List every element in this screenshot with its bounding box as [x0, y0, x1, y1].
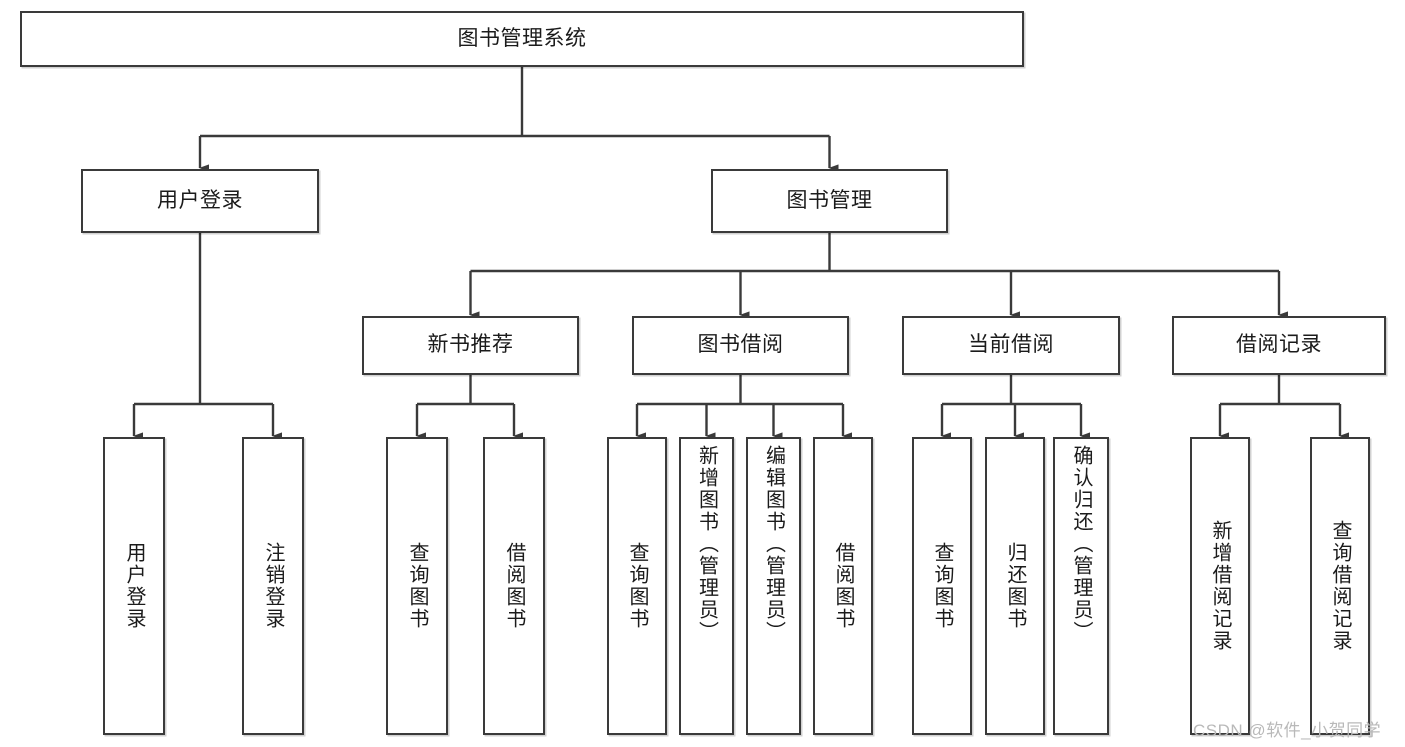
node-label: 图书管理 — [786, 188, 873, 212]
node-label: 用户登录 — [157, 188, 243, 212]
node-label: 编辑图书（管理员） — [762, 445, 785, 643]
node-leaf-add-record[interactable]: 新增借阅记录 — [1190, 437, 1250, 735]
node-label: 借阅记录 — [1236, 333, 1322, 357]
node-leaf-confirm-return[interactable]: 确认归还（管理员） — [1053, 437, 1109, 735]
node-leaf-edit-book[interactable]: 编辑图书（管理员） — [746, 437, 801, 735]
node-label: 借阅图书 — [503, 542, 525, 630]
node-label: 查询图书 — [406, 542, 428, 630]
node-current-borrow[interactable]: 当前借阅 — [902, 316, 1120, 375]
node-label: 图书管理系统 — [457, 26, 587, 50]
node-leaf-borrow-book-b[interactable]: 借阅图书 — [813, 437, 873, 735]
node-root[interactable]: 图书管理系统 — [20, 11, 1024, 67]
node-leaf-query-record[interactable]: 查询借阅记录 — [1310, 437, 1370, 735]
node-label: 新增借阅记录 — [1209, 520, 1231, 652]
node-leaf-query-book-a[interactable]: 查询图书 — [386, 437, 448, 735]
watermark-text: CSDN @软件_小贺同学 — [1193, 721, 1382, 740]
node-leaf-user-login[interactable]: 用户登录 — [103, 437, 165, 735]
node-new-book-rec[interactable]: 新书推荐 — [362, 316, 579, 375]
node-leaf-add-book[interactable]: 新增图书（管理员） — [679, 437, 734, 735]
node-leaf-return-book[interactable]: 归还图书 — [985, 437, 1045, 735]
node-user-login[interactable]: 用户登录 — [81, 169, 319, 233]
node-label: 当前借阅 — [968, 333, 1054, 357]
node-label: 新书推荐 — [427, 333, 514, 357]
node-label: 确认归还（管理员） — [1070, 445, 1092, 643]
node-book-borrow[interactable]: 图书借阅 — [632, 316, 849, 375]
node-leaf-query-book-c[interactable]: 查询图书 — [912, 437, 972, 735]
node-leaf-query-book-b[interactable]: 查询图书 — [607, 437, 667, 735]
node-book-manage[interactable]: 图书管理 — [711, 169, 948, 233]
node-leaf-logout[interactable]: 注销登录 — [242, 437, 304, 735]
node-label: 图书借阅 — [697, 333, 784, 357]
node-label: 查询借阅记录 — [1329, 520, 1351, 652]
node-label: 归还图书 — [1004, 542, 1026, 630]
node-label: 查询图书 — [931, 542, 953, 630]
node-label: 借阅图书 — [832, 542, 854, 630]
node-label: 用户登录 — [123, 542, 145, 630]
node-borrow-record[interactable]: 借阅记录 — [1172, 316, 1386, 375]
node-label: 查询图书 — [626, 542, 648, 630]
node-label: 新增图书（管理员） — [695, 445, 718, 643]
node-label: 注销登录 — [262, 542, 284, 630]
node-leaf-borrow-book-a[interactable]: 借阅图书 — [483, 437, 545, 735]
